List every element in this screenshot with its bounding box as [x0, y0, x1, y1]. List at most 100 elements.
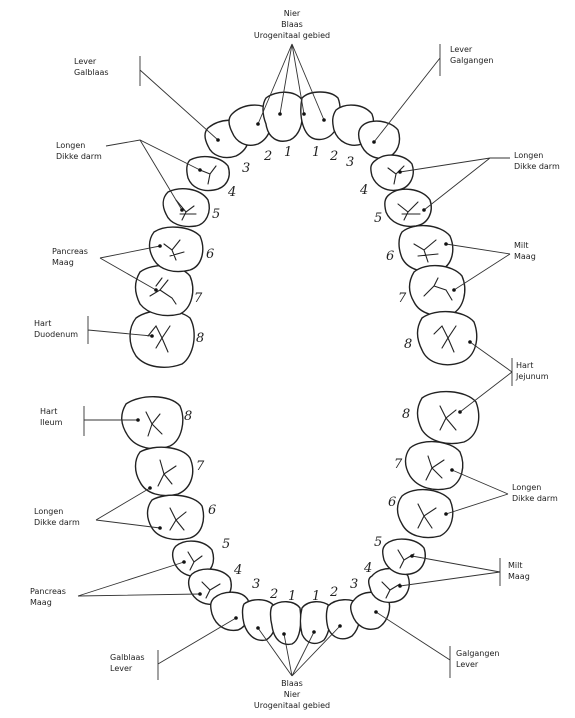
point-marker	[158, 244, 162, 248]
organ-label: Blaas	[281, 679, 303, 688]
leader-line	[140, 56, 218, 140]
tooth-number: 4	[359, 183, 368, 198]
tooth-lower-right-8	[418, 392, 479, 444]
point-marker	[180, 208, 184, 212]
tooth-number: 7	[394, 457, 403, 472]
tooth-upper-right-7	[410, 266, 465, 316]
lower-left-label-3: Pancreas Maag	[30, 562, 200, 607]
organ-label: Pancreas	[30, 587, 66, 596]
tooth-upper-right-3	[359, 121, 400, 158]
organ-label: Galblaas	[110, 653, 145, 662]
tooth-number: 4	[233, 563, 242, 578]
tooth-upper-right-5	[385, 189, 431, 226]
lower-left-label-4: Galblaas Lever	[110, 618, 236, 680]
organ-label: Dikke darm	[34, 518, 80, 527]
point-marker	[154, 288, 158, 292]
tooth-number: 7	[196, 459, 205, 474]
tooth-upper-left-5	[163, 189, 209, 227]
point-marker	[150, 334, 154, 338]
organ-label: Hart	[34, 319, 51, 328]
organ-label: Maag	[514, 252, 536, 261]
tooth-number: 4	[227, 185, 236, 200]
point-marker	[458, 410, 462, 414]
lower-right-label-3: Galgangen Lever	[376, 612, 499, 678]
point-marker	[444, 512, 448, 516]
point-marker	[452, 288, 456, 292]
tooth-number: 8	[184, 409, 192, 424]
organ-label: Longen	[512, 483, 541, 492]
organ-label: Galblaas	[74, 68, 109, 77]
tooth-number: 4	[363, 561, 372, 576]
organ-label: Dikke darm	[514, 162, 560, 171]
organ-label: Longen	[34, 507, 63, 516]
point-marker	[198, 168, 202, 172]
point-marker	[256, 122, 260, 126]
organ-label: Lever	[450, 45, 473, 54]
organ-label: Milt	[514, 241, 528, 250]
tooth-number: 3	[346, 155, 354, 170]
organ-label: Jejunum	[515, 372, 549, 381]
point-marker	[278, 112, 282, 116]
point-marker	[398, 584, 402, 588]
tooth-number: 6	[208, 503, 216, 518]
tooth-number: 1	[312, 589, 320, 604]
tooth-number: 3	[242, 161, 250, 176]
organ-label: Hart	[516, 361, 533, 370]
organ-label: Ileum	[40, 418, 63, 427]
tooth-number: 1	[284, 145, 292, 160]
point-marker	[216, 138, 220, 142]
organ-label: Nier	[284, 690, 301, 699]
tooth-number: 8	[402, 407, 410, 422]
tooth-number: 3	[350, 577, 358, 592]
tooth-upper-left-6	[150, 227, 203, 271]
point-marker	[198, 592, 202, 596]
point-marker	[256, 626, 260, 630]
lower-right-label-1: Longen Dikke darm	[446, 470, 558, 514]
tooth-number: 2	[263, 149, 272, 164]
point-marker	[136, 418, 140, 422]
tooth-upper-right-8	[418, 312, 477, 365]
tooth-upper-left-7	[136, 266, 193, 316]
organ-label: Duodenum	[34, 330, 78, 339]
tooth-number: 7	[194, 291, 203, 306]
lower-left-label-2: Longen Dikke darm	[34, 488, 160, 528]
organ-label: Galgangen	[456, 649, 499, 658]
point-marker	[182, 560, 186, 564]
organ-label: Pancreas	[52, 247, 88, 256]
organ-label: Longen	[56, 141, 85, 150]
upper-left-label-1: Lever Galblaas	[74, 56, 218, 140]
tooth-upper-right-4	[371, 155, 413, 190]
organ-label: Lever	[74, 57, 97, 66]
organ-label: Nier	[284, 9, 301, 18]
point-marker	[338, 624, 342, 628]
tooth-number: 5	[374, 535, 382, 550]
organ-label: Milt	[508, 561, 522, 570]
point-marker	[322, 118, 326, 122]
organ-label: Maag	[508, 572, 530, 581]
tooth-number: 8	[196, 331, 204, 346]
tooth-number: 7	[398, 291, 407, 306]
tooth-number: 5	[374, 211, 382, 226]
point-marker	[468, 340, 472, 344]
tooth-number: 5	[212, 207, 220, 222]
point-marker	[444, 242, 448, 246]
organ-label: Hart	[40, 407, 57, 416]
organ-label: Maag	[52, 258, 74, 267]
organ-label: Urogenitaal gebied	[254, 31, 330, 40]
organ-label: Dikke darm	[512, 494, 558, 503]
tooth-number: 6	[206, 247, 214, 262]
tooth-lower-left-8	[122, 397, 183, 449]
point-marker	[410, 554, 414, 558]
organ-label: Longen	[514, 151, 543, 160]
organ-label: Blaas	[281, 20, 303, 29]
lower-arch	[122, 392, 479, 645]
tooth-lower-left-6	[148, 495, 204, 539]
upper-arch	[130, 92, 477, 367]
point-marker	[398, 170, 402, 174]
point-marker	[282, 632, 286, 636]
point-marker	[158, 526, 162, 530]
point-marker	[148, 486, 152, 490]
tooth-numbers: 8 7 6 5 4 3 2 1 1 2 3 4 5 6 7 8 8 7 6 5 …	[184, 145, 412, 604]
